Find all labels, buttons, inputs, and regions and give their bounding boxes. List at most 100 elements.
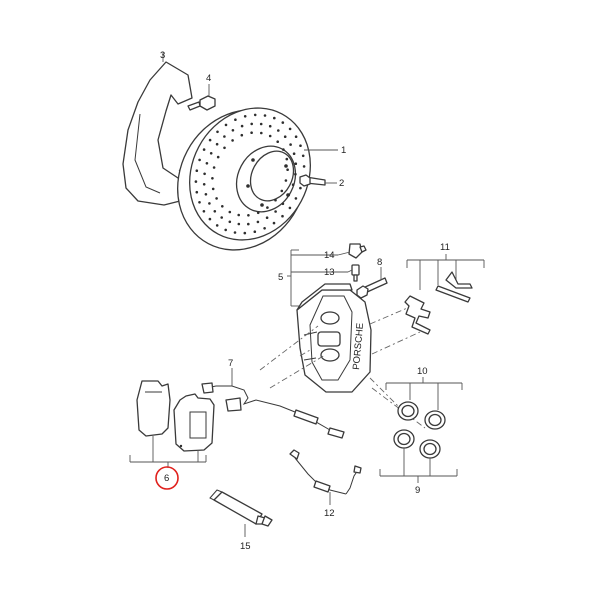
disc-hole	[274, 198, 277, 202]
callout-14: 14	[324, 250, 335, 261]
callout-12: 12	[324, 508, 335, 519]
disc-hole	[211, 177, 214, 180]
bracket-5	[287, 249, 348, 307]
disc-hole	[273, 116, 276, 120]
callout-11: 11	[440, 242, 450, 253]
disc-hole	[228, 210, 232, 214]
disc-hole	[277, 129, 280, 132]
disc-hole	[195, 190, 199, 194]
disc-hole	[274, 210, 277, 213]
part-14-bleed-valve	[348, 243, 367, 259]
disc-hole	[268, 124, 272, 128]
part-11-pins	[404, 254, 485, 335]
disc-hole	[215, 142, 219, 146]
disc-hole	[194, 180, 198, 183]
disc-hole	[288, 127, 292, 131]
disc-hole	[294, 197, 298, 200]
disc-hole	[253, 230, 257, 233]
part-7-wear-sensor	[201, 368, 345, 439]
part-15-grease-tube	[209, 489, 273, 537]
disc-hole	[215, 224, 219, 227]
disc-hole	[208, 217, 212, 221]
callout-2: 2	[339, 178, 344, 189]
callout-labels: 1 2 3 4 5 6 7 8 9 10 11 12 13 14 15	[160, 50, 450, 552]
disc-hole	[221, 205, 224, 208]
disc-hole	[256, 211, 260, 215]
part-10-piston-seals	[379, 377, 463, 483]
disc-hole	[208, 138, 212, 142]
disc-cross-drill-holes	[194, 113, 306, 235]
part-2-screw	[299, 174, 337, 187]
disc-hole	[211, 187, 215, 191]
disc-hole	[202, 210, 206, 213]
seal-upper-right	[424, 410, 446, 430]
disc-hole	[228, 220, 232, 224]
disc-hole	[272, 221, 276, 225]
disc-hole	[224, 123, 228, 127]
disc-hole	[265, 216, 269, 219]
disc-hole	[243, 231, 247, 235]
disc-hole	[283, 135, 287, 138]
disc-hole	[231, 139, 234, 142]
disc-hole	[205, 162, 209, 165]
callout-3: 3	[160, 50, 165, 61]
disc-hole	[260, 131, 263, 135]
callout-9: 9	[415, 485, 420, 496]
disc-hole	[281, 214, 284, 218]
disc-hole	[220, 216, 223, 219]
disc-hole	[213, 210, 217, 213]
disc-hole	[250, 131, 253, 134]
part-13-nipple	[351, 264, 360, 282]
leader-stubs	[337, 251, 353, 273]
disc-hole	[202, 148, 206, 151]
disc-hole	[280, 189, 284, 193]
part-4-bolt	[187, 84, 216, 111]
part-1-brake-disc	[177, 107, 338, 251]
disc-hole	[256, 220, 260, 224]
disc-hole	[276, 140, 280, 143]
disc-hole	[195, 169, 199, 172]
disc-hole	[237, 222, 241, 226]
disc-hole	[288, 206, 292, 210]
disc-hole	[263, 114, 267, 117]
callout-13: 13	[324, 267, 335, 278]
disc-hole	[289, 143, 292, 146]
callout-1: 1	[341, 145, 346, 156]
callout-8: 8	[377, 257, 382, 268]
disc-hole	[223, 146, 226, 150]
disc-hole	[302, 165, 306, 168]
seal-lower-left	[393, 429, 415, 449]
disc-hole	[234, 118, 237, 121]
disc-hole	[247, 214, 250, 217]
disc-hole	[285, 157, 289, 161]
disc-hole	[301, 154, 305, 158]
disc-hole	[284, 179, 288, 182]
hub-bolt-holes	[246, 158, 290, 207]
disc-hole	[202, 183, 206, 186]
disc-hole	[233, 231, 237, 234]
disc-hole	[223, 135, 226, 138]
disc-hole	[240, 133, 244, 137]
disc-hole	[292, 152, 296, 155]
disc-hole	[299, 144, 302, 147]
disc-hole	[240, 124, 244, 128]
disc-hole	[281, 202, 285, 206]
callout-4: 4	[206, 73, 211, 84]
seal-lower-right	[419, 439, 441, 459]
part-8-caliper-bolt	[356, 267, 388, 299]
disc-hole	[263, 227, 266, 230]
callout-5: 5	[278, 272, 283, 283]
disc-hole	[209, 152, 213, 155]
disc-hole	[299, 186, 302, 190]
callout-10: 10	[417, 366, 428, 377]
disc-hole	[250, 122, 253, 126]
callout-15: 15	[240, 541, 251, 552]
disc-hole	[268, 134, 272, 138]
callout-7: 7	[228, 358, 233, 369]
disc-hole	[208, 202, 211, 205]
disc-hole	[259, 122, 263, 126]
disc-hole	[212, 166, 216, 169]
disc-hole	[224, 228, 227, 232]
disc-hole	[198, 158, 201, 162]
